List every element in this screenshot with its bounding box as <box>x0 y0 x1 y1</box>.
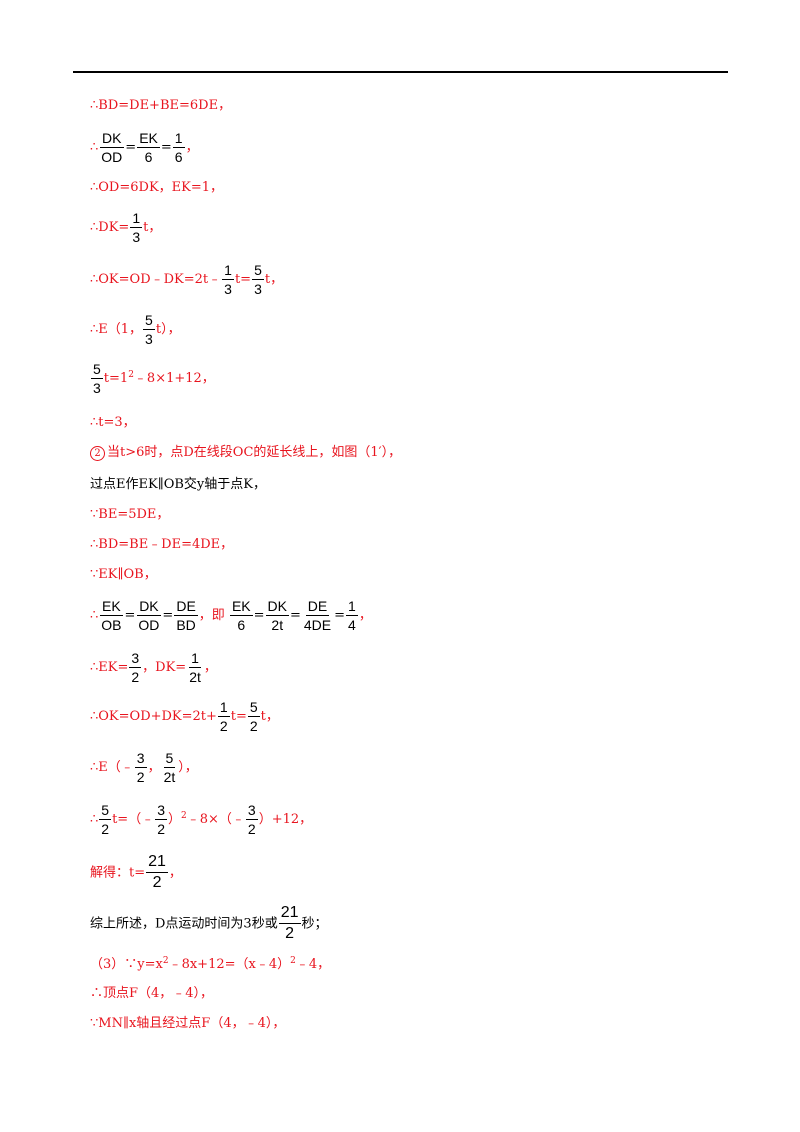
text-line: ∴t=3， <box>90 415 136 430</box>
header-rule <box>73 71 728 73</box>
circled-number: 2 <box>90 446 105 461</box>
text-line: ∴BD=BE﹣DE=4DE， <box>90 537 234 552</box>
text-line: （3）∵y=x2﹣8x+12=（x﹣4）2﹣4， <box>90 956 331 972</box>
text-line: ∵MN∥x轴且经过点F（4，﹣4）， <box>90 1016 286 1031</box>
text-line: 过点E作EK∥OB交y轴于点K， <box>90 477 266 492</box>
text-line: ∴OD=6DK，EK=1， <box>90 180 224 195</box>
text-line: ∴BD=DE+BE=6DE， <box>90 98 232 113</box>
text-line: ∵EK∥OB， <box>90 567 157 582</box>
text-line: ∴顶点F（4，﹣4）， <box>90 986 214 1001</box>
text-line: ∵BE=5DE， <box>90 507 170 522</box>
